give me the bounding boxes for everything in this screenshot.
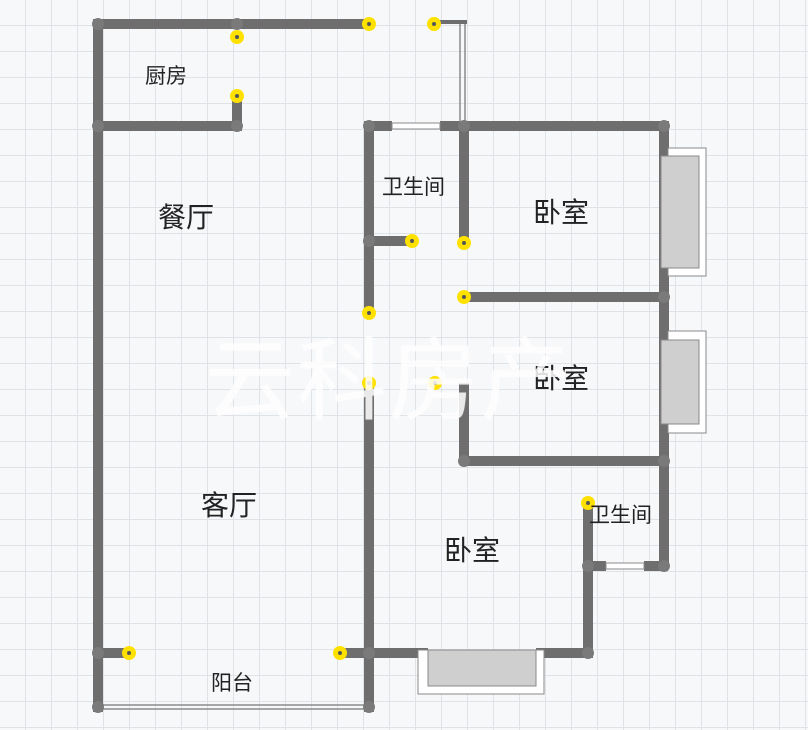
joint [363,701,375,713]
joint [363,647,375,659]
window-top-bath [391,122,441,130]
door-marker [581,496,595,510]
joint [458,455,470,467]
joint [363,235,375,247]
room-labels: 厨房 餐厅 卫生间 卧室 卧室 客厅 卧室 卫生间 阳台 [145,64,652,695]
bay-window-bottom-inner [427,649,537,687]
joint [658,291,670,303]
label-balcony: 阳台 [211,671,253,695]
door-marker [428,376,442,390]
door-marker [457,236,471,250]
joints [92,18,670,713]
joint [658,560,670,572]
label-kitchen: 厨房 [145,64,187,88]
joint [582,647,594,659]
bay-window-top-inner [660,155,700,269]
joint [363,120,375,132]
joint [658,455,670,467]
door-marker [405,234,419,248]
door-marker [333,646,347,660]
label-bedroom-top: 卧室 [533,196,589,229]
door-marker [230,89,244,103]
thin-lines [98,20,645,710]
joint [658,120,670,132]
joint [92,120,104,132]
door-marker [362,376,376,390]
joint [458,120,470,132]
label-dining: 餐厅 [158,201,214,234]
joint [231,18,243,30]
window-bath2 [605,562,645,570]
joint [231,120,243,132]
label-bath-top: 卫生间 [382,175,445,199]
label-living: 客厅 [201,489,257,522]
joint [92,647,104,659]
joint [92,18,104,30]
door-marker [122,646,136,660]
label-bedroom-bottom: 卧室 [444,534,500,567]
door-markers [122,17,595,660]
label-bedroom-mid: 卧室 [533,362,589,395]
door-marker [362,306,376,320]
door-marker [457,290,471,304]
door-marker [362,17,376,31]
label-bath-bottom: 卫生间 [589,503,652,527]
joint [582,560,594,572]
bay-window-mid-inner [660,339,700,425]
door-marker [230,30,244,44]
door-marker [427,17,441,31]
bay-windows [417,147,707,695]
joint [92,701,104,713]
